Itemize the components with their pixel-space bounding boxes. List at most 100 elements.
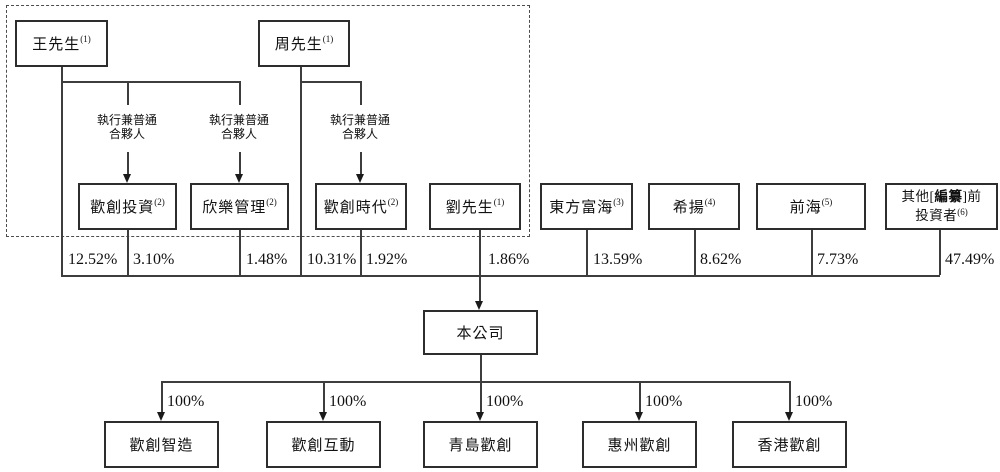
box-dongfang-fuhai: 東方富海(3) [540,183,633,230]
connector-line [323,381,325,412]
gp-role-label: 執行兼普通 合夥人 [92,113,162,141]
box-label: 其他[編纂]前 投資者(6) [902,188,982,226]
box-label: 歡創時代 [323,200,388,216]
box-qingdao-huanchuang: 青島歡創 [423,421,538,468]
other-investors-text: 其他[ [901,188,935,204]
connector-line [127,81,129,105]
gp-role-label-line1: 執行兼普通 [329,113,390,127]
connector-line [811,230,813,275]
gp-role-label: 執行兼普通 合夥人 [204,113,274,141]
connector-line [639,381,641,412]
gp-role-label: 執行兼普通 合夥人 [325,113,395,141]
down-arrowhead-icon [635,412,643,421]
gp-role-label-line2: 合夥人 [108,127,145,141]
footnote-marker: (2) [387,196,399,207]
box-label: 歡創投資 [90,200,155,216]
connector-line [360,152,362,174]
box-label: 前海 [789,200,822,216]
connector-line [360,81,362,105]
box-label: 青島歡創 [448,438,513,454]
connector-line-liu-to-company [479,230,481,302]
connector-line [239,152,241,174]
connector-line [939,230,941,275]
subsidiary-bus-line [161,381,790,383]
box-label: 東方富海 [549,200,614,216]
gp-role-label-line2: 合夥人 [220,127,257,141]
down-arrowhead-icon [235,174,243,183]
ownership-percentage-label: 8.62% [700,251,742,268]
box-label: 本公司 [456,326,505,342]
box-wang: 王先生(1) [15,20,108,67]
box-label: 歡創智造 [129,438,194,454]
ownership-percentage-label: 1.48% [246,251,288,268]
footnote-marker: (4) [704,196,716,207]
connector-line [360,230,362,275]
down-arrowhead-icon [476,412,484,421]
ownership-percentage-label: 1.92% [366,251,408,268]
connector-line [789,381,791,412]
box-other-pre-investors: 其他[編纂]前 投資者(6) [885,183,998,230]
box-huanchuang-hudong: 歡創互動 [266,421,381,468]
down-arrowhead-icon [123,174,131,183]
connector-line [239,81,241,105]
footnote-marker: (3) [613,196,624,207]
ownership-percentage-label: 10.31% [307,251,357,268]
box-label: 希揚 [672,200,705,216]
box-xinle-management: 欣樂管理(2) [190,183,289,230]
gp-role-label-line1: 執行兼普通 [96,113,157,127]
footnote-marker: (6) [957,206,968,217]
connector-line [239,230,241,275]
connector-line [127,152,129,174]
ownership-bus-line [61,275,940,277]
box-label: 香港歡創 [757,438,822,454]
subsidiary-percentage-label: 100% [795,393,833,410]
footnote-marker: (1) [80,33,91,44]
box-huanchuang-era: 歡創時代(2) [315,183,407,230]
footnote-marker: (2) [266,196,277,207]
ownership-percentage-label: 7.73% [817,251,859,268]
connector-line [586,230,588,275]
box-label: 惠州歡創 [607,438,672,454]
down-arrowhead-icon [157,412,165,421]
ownership-percentage-label: 3.10% [133,251,175,268]
gp-role-label-line2: 合夥人 [341,127,378,141]
down-arrowhead-icon [785,412,793,421]
connector-line [694,230,696,275]
down-arrowhead-icon [319,412,327,421]
box-xiyang: 希揚(4) [648,183,740,230]
footnote-marker: (1) [322,33,334,44]
box-huanchuang-zhizao: 歡創智造 [104,421,219,468]
footnote-marker: (2) [154,196,165,207]
connector-line [127,230,129,275]
subsidiary-percentage-label: 100% [329,393,367,410]
box-label: 劉先生 [445,200,494,216]
connector-line-wang [61,67,63,275]
box-liu: 劉先生(1) [429,183,521,230]
connector-line [161,381,163,412]
box-label: 欣樂管理 [202,200,267,216]
gp-role-label-line1: 執行兼普通 [208,113,269,127]
footnote-marker: (1) [493,196,505,207]
founders-group-outline [6,5,530,237]
ownership-percentage-label: 13.59% [593,251,643,268]
other-investors-text: ]前 [962,188,982,204]
box-qianhai: 前海(5) [756,183,866,230]
connector-branch-zhou [300,81,361,83]
box-label: 周先生 [274,37,323,53]
down-arrowhead-icon [475,301,483,310]
box-zhou: 周先生(1) [258,20,350,67]
subsidiary-percentage-label: 100% [486,393,524,410]
redacted-marker: 編纂 [934,188,963,204]
subsidiary-percentage-label: 100% [167,393,205,410]
ownership-percentage-label: 1.86% [488,251,530,268]
box-label: 王先生 [32,37,81,53]
other-investors-text: 投資者 [915,207,958,223]
box-hongkong-huanchuang: 香港歡創 [732,421,847,468]
box-label: 歡創互動 [291,438,356,454]
ownership-percentage-label: 12.52% [68,251,118,268]
ownership-percentage-label: 47.49% [945,251,995,268]
box-company: 本公司 [423,310,538,355]
box-huanchuang-investment: 歡創投資(2) [78,183,177,230]
footnote-marker: (5) [821,196,833,207]
connector-line-zhou [300,67,302,275]
